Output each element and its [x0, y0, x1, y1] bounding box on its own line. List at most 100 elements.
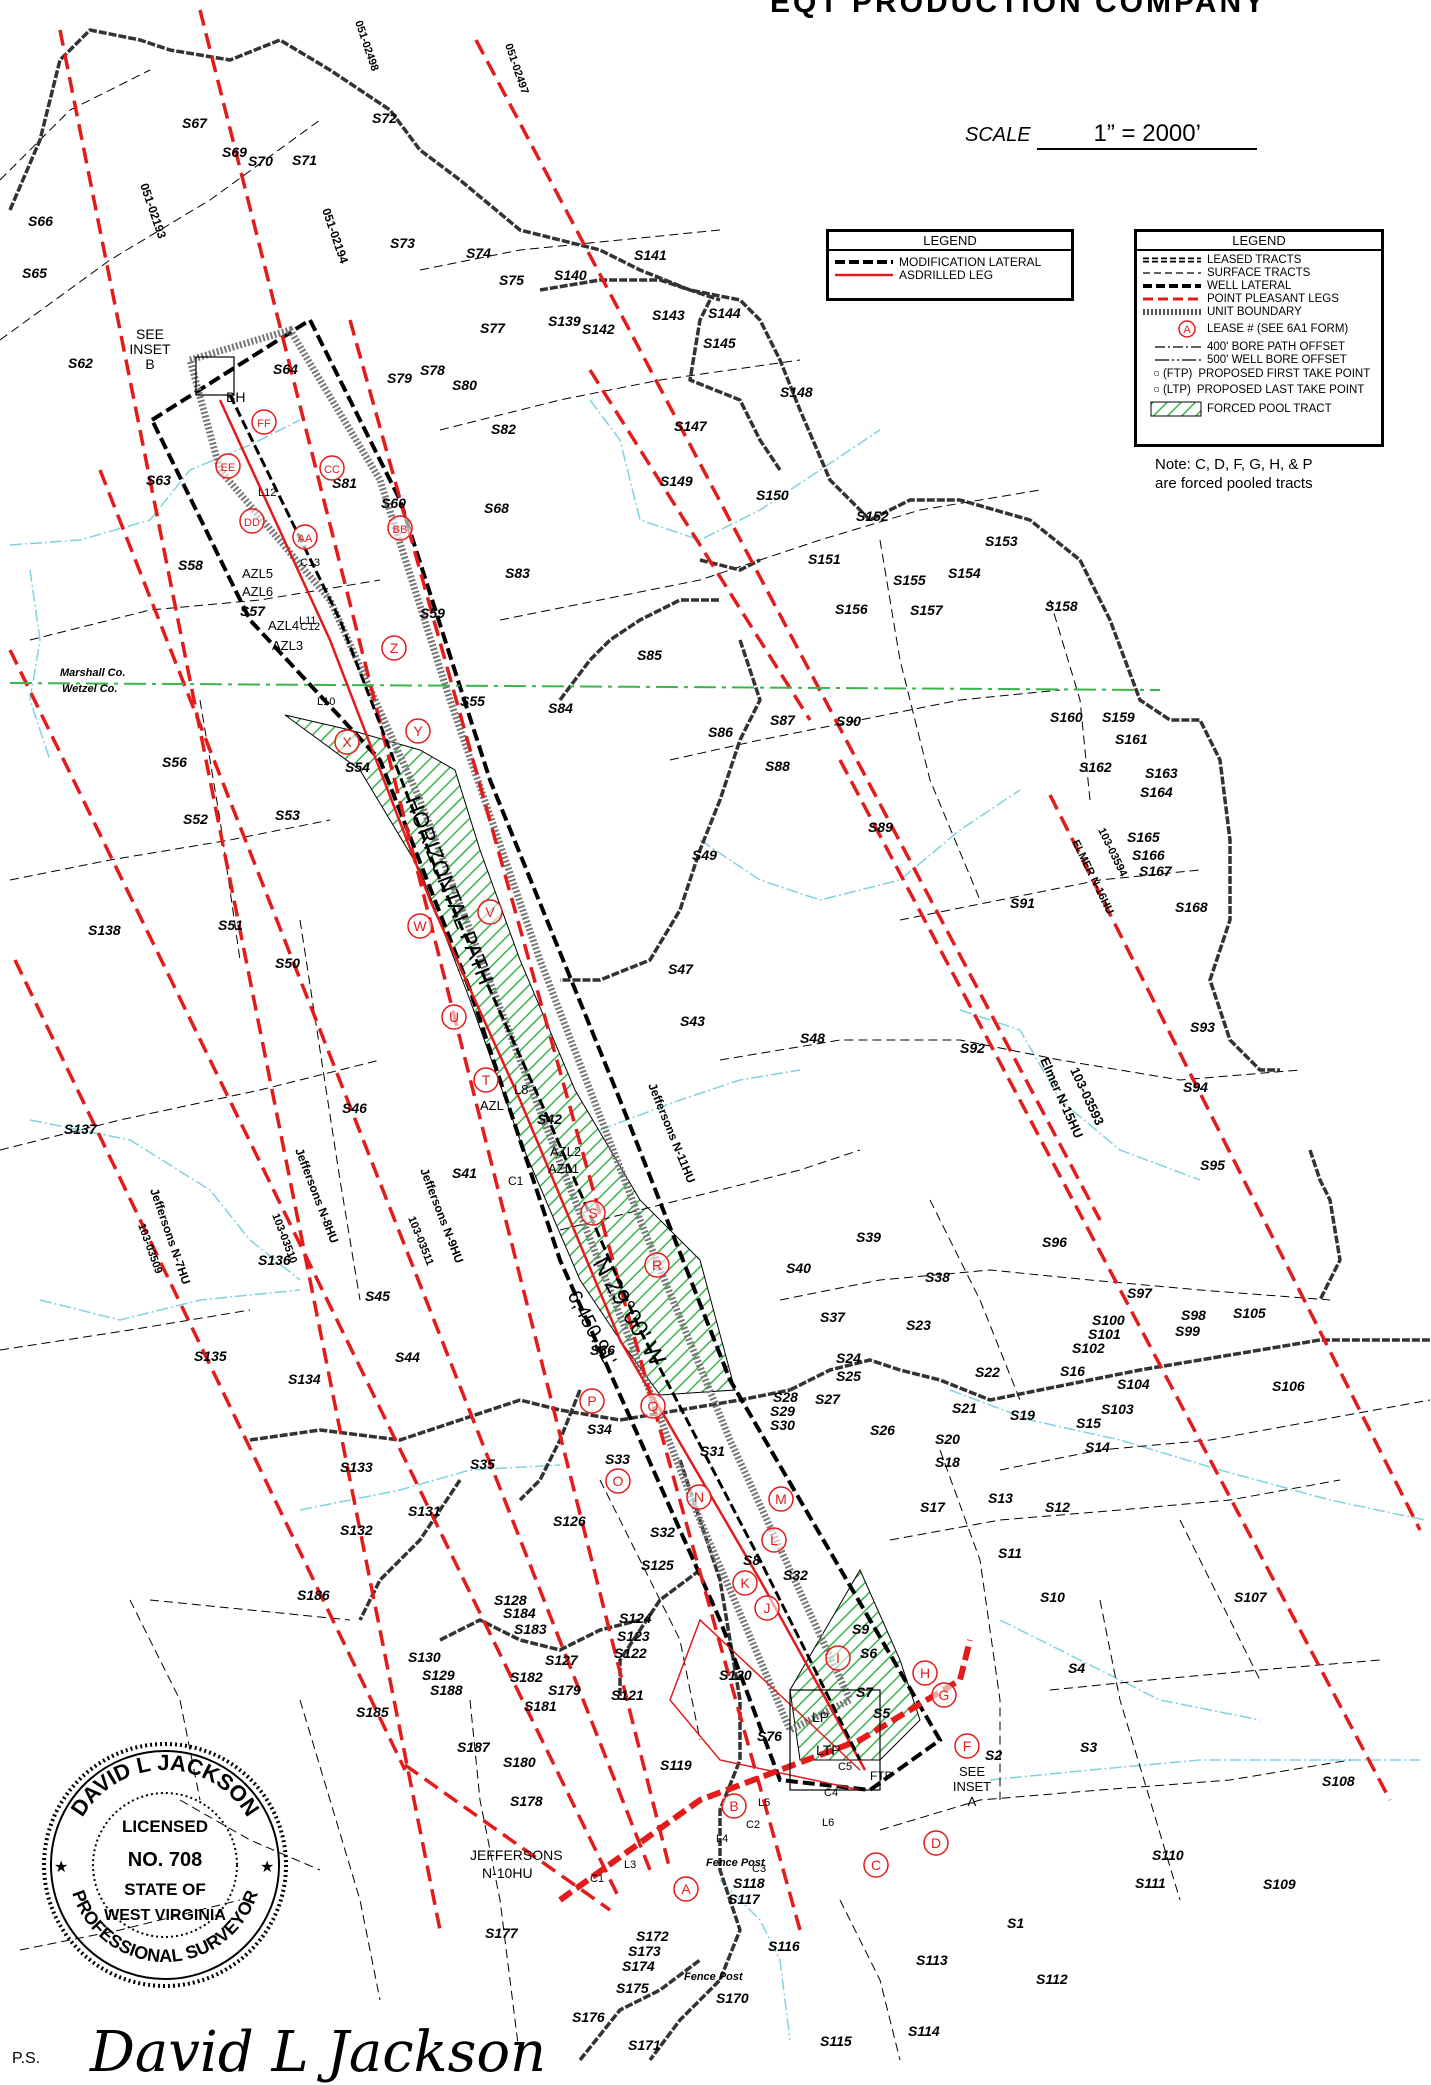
misc-label: AZL [480, 1098, 504, 1113]
tract-label: S58 [178, 557, 203, 573]
point-pleasant-swatch [1143, 297, 1201, 300]
tract-label: S149 [660, 473, 693, 489]
tract-label: S165 [1127, 829, 1160, 845]
ftp-circle-icon: ○ [1153, 368, 1160, 380]
tract-label: S166 [1132, 847, 1165, 863]
tract-label: S51 [218, 917, 243, 933]
tract-label: S46 [342, 1100, 367, 1116]
modification-lateral-swatch [835, 259, 893, 264]
misc-label: AZL3 [272, 638, 303, 653]
stream [949, 1389, 1426, 1521]
lease-label: CC [324, 464, 340, 476]
stream [589, 399, 881, 541]
tract-label: S39 [856, 1229, 881, 1245]
stream [719, 1879, 791, 2041]
surface-tract-line [999, 1399, 1431, 1471]
tract-label: S22 [975, 1364, 1000, 1380]
tract-label: S53 [275, 807, 300, 823]
tract-label: S84 [548, 700, 573, 716]
lease-circle [754, 1595, 780, 1621]
inset-b-label: SEE [136, 326, 164, 342]
lease-circle [441, 1004, 467, 1030]
road [358, 1479, 462, 1621]
misc-label: C12 [300, 621, 320, 633]
tract-label: S109 [1263, 1876, 1296, 1892]
misc-label: C1 [508, 1174, 524, 1188]
misc-label: L3 [624, 1859, 636, 1871]
lease-circle [407, 913, 433, 939]
tract-label: S125 [641, 1557, 674, 1573]
tract-label: S137 [64, 1121, 98, 1137]
tract-label: S99 [1175, 1323, 1200, 1339]
tract-label: S183 [514, 1621, 547, 1637]
tract-label: S60 [381, 495, 406, 511]
tract-label: S69 [222, 144, 247, 160]
company-title: EQT PRODUCTION COMPANY [770, 0, 1268, 19]
tract-label: S45 [365, 1288, 390, 1304]
surface-tract-line [199, 699, 241, 961]
forced-pool-swatch [1150, 401, 1202, 417]
surface-tract-line [0, 1059, 381, 1151]
point-pleasant-leg [58, 29, 442, 1931]
tract-label: S159 [1102, 709, 1135, 725]
inset-a-box [789, 1689, 881, 1791]
stream [299, 1464, 561, 1511]
surveyor-seal: DAVID L JACKSON PROFESSIONAL SURVEYOR LI… [40, 1740, 290, 1995]
misc-label: LTP [816, 1742, 841, 1758]
surface-tract-line [0, 69, 151, 181]
tract-label: S93 [1190, 1019, 1215, 1035]
lease-circle [768, 1486, 794, 1512]
surface-tract-line [19, 1899, 241, 1951]
surface-tract-line [9, 819, 331, 881]
lease-circle [381, 635, 407, 661]
tract-label: S26 [870, 1422, 895, 1438]
tract-label: S157 [910, 602, 944, 618]
tract-label: S27 [815, 1391, 841, 1407]
inset-b-label: INSET [129, 341, 171, 357]
legend-title: LEGEND [829, 232, 1071, 251]
legend-item: UNIT BOUNDARY [1207, 305, 1302, 318]
tract-label: S8 [743, 1552, 760, 1568]
legend-lease-symbol: A [1183, 324, 1191, 336]
misc-label: C1 [590, 1873, 604, 1885]
lease-label: Q [648, 1398, 659, 1414]
seal-star-icon: ★ [260, 1859, 274, 1876]
lease-circle [761, 1527, 787, 1553]
stream [999, 1619, 1261, 1721]
tract-label: S30 [770, 1417, 795, 1433]
tract-label: S171 [628, 2037, 661, 2053]
tract-label: S101 [1088, 1326, 1121, 1342]
lease-label: D [931, 1835, 941, 1851]
lease-circle [686, 1484, 712, 1510]
county-label: Marshall Co. [60, 667, 125, 679]
streams-layer [9, 399, 1426, 2041]
misc-label: L10 [317, 696, 335, 708]
well-bore-offset-swatch [1155, 358, 1201, 361]
misc-label: AZL2 [550, 1144, 581, 1159]
lease-circle [405, 718, 431, 744]
tract-label: S79 [387, 370, 412, 386]
tract-label: S164 [1140, 784, 1173, 800]
lease-circle [605, 1468, 631, 1494]
tract-label: S48 [800, 1030, 825, 1046]
well-label: 103-03594 [1095, 826, 1129, 879]
tract-label: S94 [1183, 1079, 1208, 1095]
modification-lateral [558, 1639, 973, 1903]
lease-circle [732, 1570, 758, 1596]
tract-label: S82 [491, 421, 516, 437]
tract-label: S38 [925, 1269, 950, 1285]
bore-path-offset-swatch [1155, 345, 1201, 348]
tract-label: S31 [700, 1443, 725, 1459]
well-label: 051-02498 [352, 19, 380, 73]
tract-label: S37 [820, 1309, 846, 1325]
legend-item: 500' WELL BORE OFFSET [1207, 353, 1347, 366]
misc-label: AZL5 [242, 566, 273, 581]
surface-tract-line [1099, 1599, 1181, 1901]
inset-a-label: A [968, 1794, 977, 1809]
point-pleasant-leg [98, 469, 652, 1871]
tract-label: S153 [985, 533, 1018, 549]
tract-label: S12 [1045, 1499, 1070, 1515]
asdrilled-leg [218, 399, 867, 1771]
lease-circle [640, 1393, 666, 1419]
